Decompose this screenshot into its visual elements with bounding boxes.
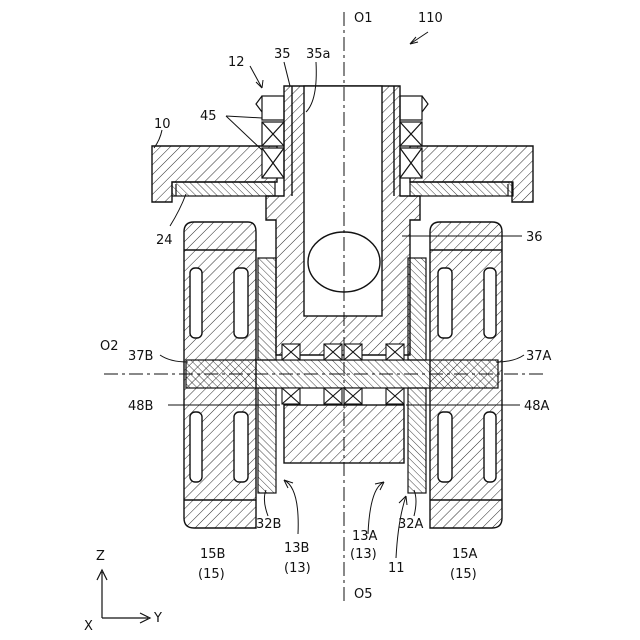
axis-z-label: Z: [96, 549, 105, 564]
ref-35a: 35a: [306, 47, 331, 62]
ref-o2: O2: [100, 339, 119, 354]
ref-35: 35: [274, 47, 291, 62]
ref-48a: 48A: [524, 399, 550, 414]
axis-indicator: [97, 570, 150, 623]
ref-37a: 37A: [526, 349, 552, 364]
ref-13b-sub: (13): [284, 561, 311, 576]
ref-37b: 37B: [128, 349, 153, 364]
ref-15b-sub: (15): [198, 567, 225, 582]
ref-36: 36: [526, 230, 543, 245]
ref-13b: 13B: [284, 541, 309, 556]
ref-15b: 15B: [200, 547, 225, 562]
ref-32b: 32B: [256, 517, 281, 532]
ref-11: 11: [388, 561, 405, 576]
shaft-housing: [266, 86, 420, 355]
ref-110: 110: [418, 11, 443, 26]
ref-45: 45: [200, 109, 217, 124]
ref-15a-sub: (15): [450, 567, 477, 582]
ref-15a: 15A: [452, 547, 478, 562]
ref-48b: 48B: [128, 399, 153, 414]
axis-x-label: X: [84, 619, 93, 634]
ref-24: 24: [156, 233, 173, 248]
ref-13a: 13A: [352, 529, 378, 544]
ref-13a-sub: (13): [350, 547, 377, 562]
ref-12: 12: [228, 55, 245, 70]
ref-o5: O5: [354, 587, 373, 602]
axis-y-label: Y: [153, 611, 162, 626]
ref-32a: 32A: [398, 517, 424, 532]
ref-10: 10: [154, 117, 171, 132]
ref-o1: O1: [354, 11, 373, 26]
